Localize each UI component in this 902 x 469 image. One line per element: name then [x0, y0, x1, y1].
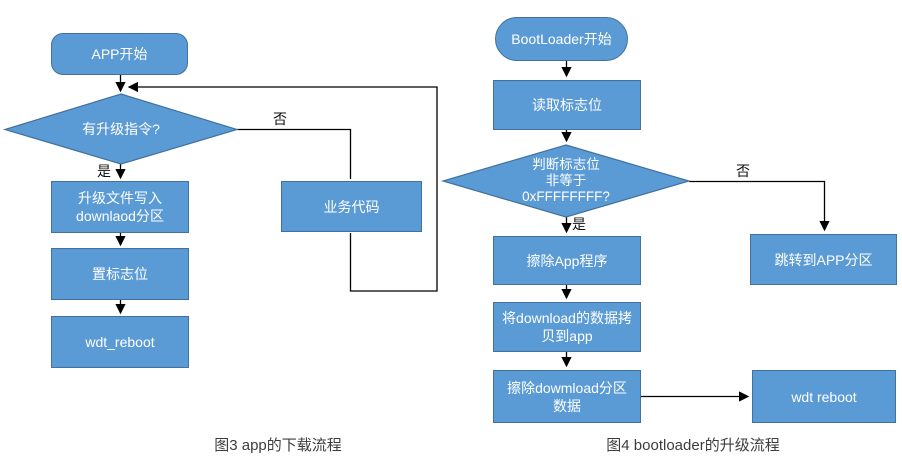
label-no-right: 否 — [736, 163, 750, 179]
node-erase-app-label: 擦除App程序 — [526, 252, 608, 269]
node-erase-download-line1: 擦除dowmload分区 — [507, 379, 627, 396]
node-app-start: APP开始 — [51, 33, 188, 75]
decision-diamond-left — [2, 93, 240, 165]
node-wdt-reboot-left-label: wdt_reboot — [85, 334, 155, 350]
caption-right-chart: 图4 bootloader的升级流程 — [606, 437, 780, 454]
node-jump-app: 跳转到APP分区 — [750, 234, 897, 285]
node-wdt-reboot-right-label: wdt reboot — [791, 388, 857, 405]
node-wdt-reboot-right: wdt reboot — [752, 370, 896, 423]
node-business-code-label: 业务代码 — [323, 198, 380, 215]
arrow-decision-no-to-jump — [689, 180, 830, 232]
node-wdt-reboot-left: wdt_reboot — [51, 316, 189, 368]
node-erase-download-line2: 数据 — [553, 397, 581, 414]
node-app-start-label: APP开始 — [91, 46, 148, 62]
node-erase-app: 擦除App程序 — [493, 236, 641, 285]
label-no-left: 否 — [273, 111, 287, 127]
node-bootloader-start-label: BootLoader开始 — [511, 31, 612, 47]
label-yes-left: 是 — [97, 163, 111, 179]
node-set-flag: 置标志位 — [51, 248, 189, 300]
node-set-flag-label: 置标志位 — [92, 266, 148, 282]
node-write-download-line2: downlaod分区 — [76, 208, 164, 224]
decision-diamond-right — [440, 144, 692, 218]
node-copy-download: 将download的数据拷 贝到app — [493, 302, 641, 352]
caption-left-chart: 图3 app的下载流程 — [214, 437, 342, 454]
node-business-code: 业务代码 — [281, 181, 422, 232]
arrow-business-loopback — [127, 81, 438, 292]
node-copy-download-line1: 将download的数据拷 — [502, 310, 632, 326]
node-jump-app-label: 跳转到APP分区 — [774, 251, 873, 268]
node-write-download: 升级文件写入 downlaod分区 — [51, 181, 189, 233]
node-read-flag: 读取标志位 — [493, 80, 641, 130]
node-read-flag-label: 读取标志位 — [532, 97, 602, 113]
node-erase-download: 擦除dowmload分区 数据 — [493, 370, 641, 423]
node-bootloader-start: BootLoader开始 — [495, 17, 628, 61]
line-decision-no-to-business — [237, 128, 352, 179]
label-yes-right: 是 — [572, 216, 586, 232]
node-copy-download-line2: 贝到app — [541, 328, 593, 344]
node-write-download-line1: 升级文件写入 — [78, 190, 162, 206]
